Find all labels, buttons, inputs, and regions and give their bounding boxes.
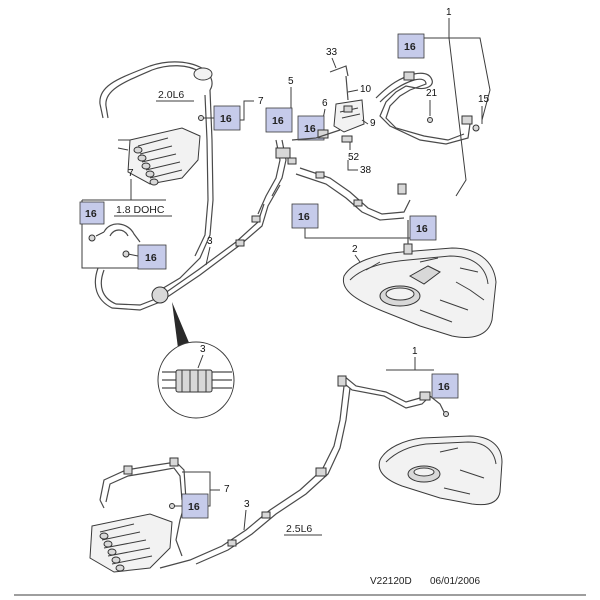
part-number-7-mid: 7 <box>128 168 134 179</box>
upper-pipe-assembly <box>99 61 214 291</box>
svg-text:15: 15 <box>478 94 490 105</box>
callout-16-tank-right: 16 <box>409 215 437 241</box>
part-number-7-bottom: 7 <box>224 484 230 495</box>
center-valve-cluster: 5 6 16 16 <box>257 76 341 215</box>
svg-text:16: 16 <box>298 211 310 223</box>
detail-box-18dohc: 1.8 DOHC 16 16 <box>79 199 172 270</box>
right-pipe-assembly: 1 16 21 15 <box>375 7 491 197</box>
label-engine-20l6: 2.0L6 <box>158 89 184 101</box>
label-engine-18dohc: 1.8 DOHC <box>116 204 165 216</box>
part-number-7-top: 7 <box>258 96 264 107</box>
svg-text:10: 10 <box>360 84 372 95</box>
svg-text:16: 16 <box>438 381 450 393</box>
canister-valve-cluster: 33 10 9 52 38 <box>326 47 376 176</box>
center-to-tank-pipe <box>295 167 411 221</box>
intake-manifold-bottom <box>89 513 173 573</box>
svg-text:6: 6 <box>322 98 328 109</box>
part-number-3-top: 3 <box>207 236 213 247</box>
label-engine-25l6: 2.5L6 <box>286 523 312 535</box>
svg-text:16: 16 <box>188 501 200 513</box>
svg-text:38: 38 <box>360 165 372 176</box>
fuel-tank-bottom <box>378 435 503 506</box>
bottom-right-pipe: 1 16 <box>337 346 459 417</box>
intake-manifold-top <box>117 127 201 186</box>
svg-text:16: 16 <box>272 115 284 127</box>
part-number-3-zoom: 3 <box>200 344 206 355</box>
svg-text:16: 16 <box>404 41 416 53</box>
svg-text:9: 9 <box>370 118 376 129</box>
svg-text:5: 5 <box>288 76 294 87</box>
callout-16-bottom-left: 7 16 <box>169 471 230 519</box>
part-number-3-bottom: 3 <box>244 499 250 510</box>
svg-text:16: 16 <box>416 223 428 235</box>
svg-text:21: 21 <box>426 88 438 99</box>
callout-16-a: 16 <box>198 105 241 131</box>
part-number-2: 2 <box>352 244 358 255</box>
svg-text:52: 52 <box>348 152 360 163</box>
svg-text:16: 16 <box>145 252 157 264</box>
svg-text:1: 1 <box>446 7 452 18</box>
svg-text:1: 1 <box>412 346 418 357</box>
svg-text:16: 16 <box>304 123 316 135</box>
callout-16-tank-left: 16 <box>291 203 410 239</box>
detail-zoom-circle: 3 <box>157 302 235 419</box>
footer-code: V22120D <box>370 576 412 587</box>
svg-text:16: 16 <box>220 113 232 125</box>
footer-date: 06/01/2006 <box>430 576 480 587</box>
bottom-left-pipe-assembly <box>99 457 187 557</box>
mid-pipe-run <box>94 184 281 311</box>
svg-text:33: 33 <box>326 47 338 58</box>
bottom-long-pipe <box>159 385 351 569</box>
svg-text:16: 16 <box>85 208 97 220</box>
fuel-tank-top <box>342 220 497 338</box>
